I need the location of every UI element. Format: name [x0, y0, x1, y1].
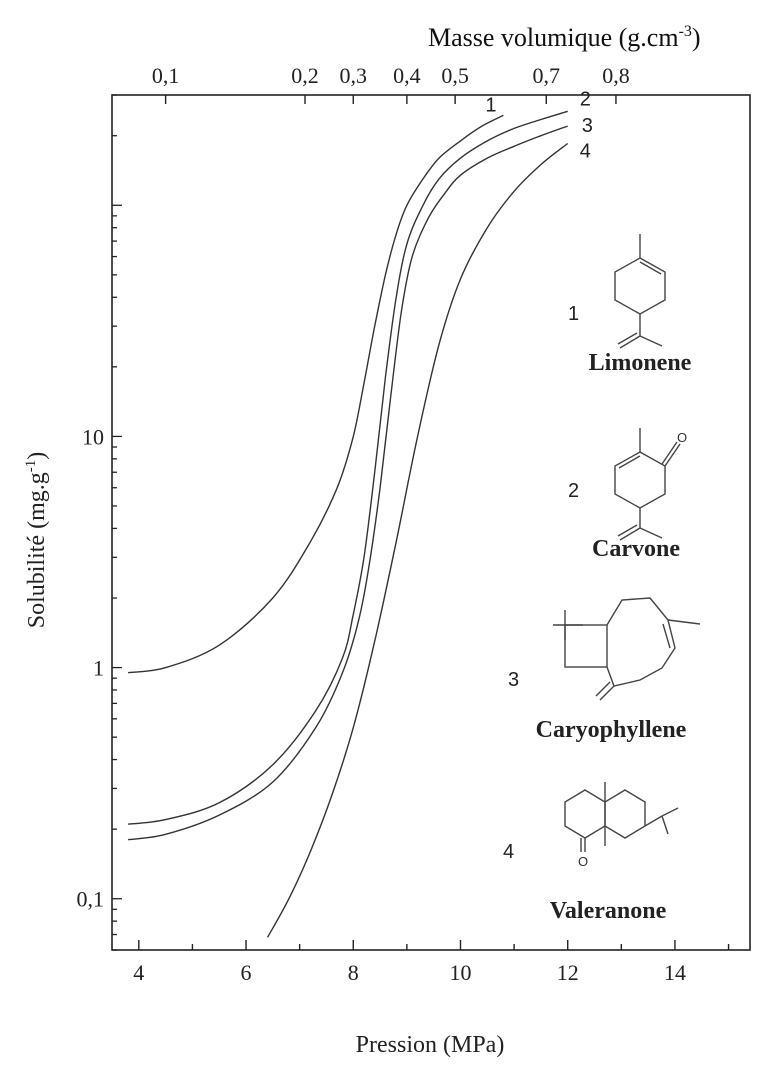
y-axis-title-sup: -1: [23, 460, 39, 473]
compound-limonene: 1 Limonene: [568, 234, 692, 376]
x-tick-label: 10: [449, 960, 471, 985]
compound-caryophyllene: 3 Caryophyllene: [508, 597, 701, 743]
top-axis-tick-label: 0,3: [340, 63, 368, 88]
y-axis-title: Solubilité (mg.g-1): [23, 452, 50, 629]
top-axis-tick-label: 0,8: [602, 63, 630, 88]
left-axis-ticks: 0,1 1 10: [77, 94, 122, 951]
top-axis-title: Masse volumique (g.cm-3): [428, 23, 701, 52]
series-label-2: 2: [580, 88, 591, 110]
x-tick-label: 4: [133, 960, 144, 985]
top-axis-tick-label: 0,5: [441, 63, 469, 88]
x-tick-label: 12: [557, 960, 579, 985]
series-curves: 1 2 3 4: [127, 88, 593, 938]
top-axis-tick-label: 0,2: [291, 63, 319, 88]
y-tick-label: 0,1: [77, 887, 105, 912]
x-axis-title: Pression (MPa): [356, 1032, 505, 1058]
compound-name-caryophyllene: Caryophyllene: [536, 717, 687, 743]
compound-number-1: 1: [568, 303, 579, 325]
valeranone-structure-icon: O: [564, 782, 679, 869]
top-axis-tick-label: 0,1: [152, 63, 180, 88]
series-line-caryophyllene: [127, 125, 568, 841]
top-axis-title-sup: -3: [679, 23, 692, 40]
carvone-structure-icon: O: [614, 428, 687, 541]
y-axis-title-close: ): [24, 452, 50, 460]
compound-name-carvone: Carvone: [592, 536, 680, 562]
series-label-4: 4: [580, 141, 591, 163]
y-tick-label: 10: [82, 424, 104, 449]
series-line-carvone: [128, 110, 568, 825]
compound-number-2: 2: [568, 480, 579, 502]
x-tick-label: 8: [348, 960, 359, 985]
x-tick-label: 6: [241, 960, 252, 985]
series-label-3: 3: [582, 115, 593, 137]
top-axis-title-main: Masse volumique (g.cm: [428, 23, 679, 52]
top-axis-tick-label: 0,4: [393, 63, 421, 88]
limonene-structure-icon: [614, 234, 666, 349]
series-line-limonene: [128, 114, 504, 674]
carvone-oxygen-label: O: [677, 430, 687, 445]
y-axis-title-main: Solubilité (mg.g: [24, 472, 50, 628]
x-tick-label: 14: [664, 960, 686, 985]
compound-valeranone: 4 O Valeranone: [503, 782, 679, 924]
caryophyllene-structure-icon: [553, 597, 701, 701]
compound-carvone: 2 O Carvone: [568, 428, 687, 562]
bottom-axis-ticks: 4 6 8 10 12 14: [133, 940, 730, 985]
top-axis-tick-label: 0,7: [533, 63, 561, 88]
series-line-valeranone: [266, 142, 569, 938]
compound-number-4: 4: [503, 841, 514, 863]
series-label-1: 1: [485, 94, 496, 116]
top-axis-ticks: 0,1 0,2 0,3 0,4 0,5 0,7 0,8: [152, 63, 630, 104]
compound-name-limonene: Limonene: [589, 350, 692, 376]
compound-number-3: 3: [508, 669, 519, 691]
top-axis-title-close: ): [692, 23, 701, 52]
y-tick-label: 1: [93, 656, 104, 681]
plot-frame: [111, 94, 751, 951]
valeranone-oxygen-label: O: [578, 854, 588, 869]
compound-name-valeranone: Valeranone: [550, 898, 667, 924]
